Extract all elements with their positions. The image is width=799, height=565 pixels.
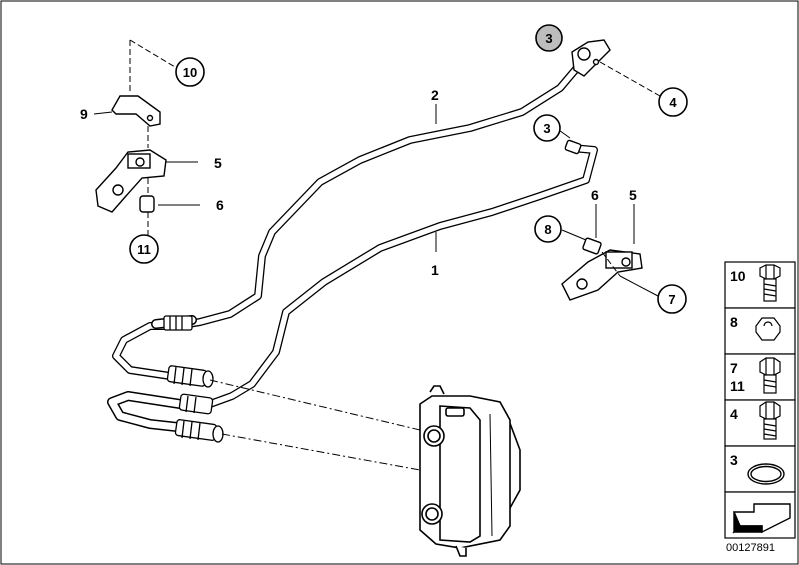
callout-3: 3 (533, 114, 561, 142)
bracket-assembly-left (93, 39, 200, 236)
callout-7: 7 (657, 284, 687, 314)
bolt-icon (759, 401, 781, 440)
legend-label-10: 10 (730, 268, 746, 284)
legend-box-4 (724, 399, 796, 447)
o-ring-icon (747, 463, 785, 485)
callout-3-highlight: 3 (535, 24, 563, 52)
legend-label-11: 11 (730, 378, 745, 394)
callout-8-label: 8 (544, 222, 551, 237)
callout-10: 10 (175, 57, 205, 87)
bolt-icon (759, 357, 781, 394)
callout-6b-label: 6 (591, 187, 599, 203)
callout-10-label: 10 (183, 65, 197, 80)
legend-label-7: 7 (730, 360, 738, 376)
callout-3-highlight-label: 3 (545, 31, 552, 46)
callout-3-label: 3 (543, 121, 550, 136)
callout-9-label: 9 (80, 106, 88, 122)
callout-7-label: 7 (668, 292, 675, 307)
legend-label-8: 8 (730, 314, 738, 330)
callout-4: 4 (658, 87, 688, 117)
callout-5-label: 5 (214, 155, 222, 171)
parts-legend: 10 8 7 11 4 (724, 261, 796, 554)
line-end-fitting (564, 139, 582, 155)
callout-1-label: 1 (431, 262, 439, 278)
callout-2-label: 2 (431, 87, 439, 103)
legend-box-3 (724, 445, 796, 493)
callout-5b-label: 5 (629, 187, 637, 203)
callout-11-label: 11 (137, 242, 151, 257)
legend-label-4: 4 (730, 406, 738, 422)
callout-6-label: 6 (216, 197, 224, 213)
line-bracket-upper (571, 39, 661, 97)
callout-4-label: 4 (669, 95, 677, 110)
callout-8: 8 (534, 215, 562, 243)
arrow-icon (732, 503, 791, 534)
callout-11: 11 (129, 234, 159, 264)
legend-label-3: 3 (730, 452, 738, 468)
diagram-number: 00127891 (726, 542, 775, 554)
clip-assembly-right (561, 204, 659, 301)
bolt-icon (759, 264, 781, 302)
nut-icon (755, 317, 781, 341)
oil-cooler (209, 379, 521, 557)
hose-ferrules (163, 315, 224, 443)
